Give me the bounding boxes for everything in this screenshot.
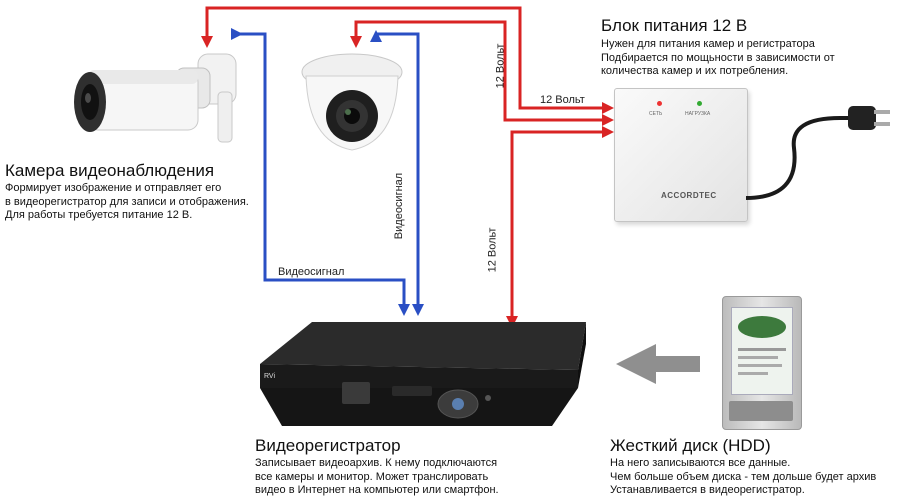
power-supply-box: СЕТЬ НАГРУЗКА ACCORDTEC	[614, 88, 748, 222]
camera-description: Формирует изображение и отправляет его в…	[5, 182, 249, 223]
power-arrow-psu-1	[602, 102, 614, 114]
power-led-label: СЕТЬ	[649, 111, 663, 117]
hdd-label-icon	[731, 307, 793, 395]
power-arrow-psu-3	[602, 126, 614, 138]
hdd-to-dvr-arrow	[616, 344, 700, 384]
load-led-label: НАГРУЗКА	[685, 111, 711, 117]
dvr-device: RVi	[252, 318, 588, 430]
power-supply-description: Нужен для питания камер и регистратора П…	[601, 38, 835, 79]
dvr-desc-line: Записывает видеоархив. К нему подключают…	[255, 457, 498, 469]
power-label-top: 12 Вольт	[540, 94, 585, 106]
video-arrow-camera-start	[231, 28, 243, 40]
hdd-desc-line: На него записываются все данные.	[610, 457, 791, 469]
plug-icon	[848, 106, 876, 130]
hdd-title: Жесткий диск (HDD)	[610, 436, 771, 455]
camera-desc-line: Для работы требуется питание 12 В.	[5, 209, 193, 221]
video-arrow-dome-start	[370, 30, 382, 42]
dome-camera	[298, 46, 406, 156]
hdd-device	[722, 296, 802, 430]
video-arrow-dvr-2	[412, 304, 424, 316]
power-supply-desc-line: количества камер и их потребления.	[601, 65, 789, 77]
bullet-camera	[68, 52, 248, 147]
power-led-icon	[657, 101, 662, 106]
power-supply-desc-line: Нужен для питания камер и регистратора	[601, 38, 815, 50]
power-label-vertical-lower: 12 Вольт	[486, 227, 499, 273]
power-wire-dome	[354, 20, 604, 122]
video-arrow-dvr-1	[398, 304, 410, 316]
load-led-icon	[697, 101, 702, 106]
svg-text:RVi: RVi	[264, 373, 275, 380]
hdd-desc-line: Устанавливается в видеорегистратор.	[610, 484, 805, 496]
video-label-vertical: Видеосигнал	[393, 172, 406, 240]
dvr-desc-line: все камеры и монитор. Может транслироват…	[255, 470, 489, 483]
power-arrow-psu-2	[602, 114, 614, 126]
power-supply-brand: ACCORDTEC	[661, 191, 717, 200]
power-wire-dvr	[510, 130, 604, 318]
power-arrow-dome	[350, 36, 362, 48]
camera-desc-line: Формирует изображение и отправляет его	[5, 182, 222, 194]
power-label-vertical-upper: 12 Вольт	[494, 43, 507, 89]
video-label-horizontal: Видеосигнал	[278, 266, 345, 278]
power-supply-title: Блок питания 12 В	[601, 16, 748, 35]
power-arrow-camera	[201, 36, 213, 48]
video-wire-camera	[235, 32, 406, 306]
camera-desc-line: в видеорегистратор для записи и отображе…	[5, 195, 249, 208]
dvr-desc-line: видео в Интернет на компьютер или смартф…	[255, 484, 499, 496]
power-cord	[745, 106, 890, 200]
power-wire-camera	[205, 6, 604, 110]
camera-title: Камера видеонаблюдения	[5, 161, 215, 180]
dvr-description: Записывает видеоархив. К нему подключают…	[255, 457, 499, 498]
hdd-desc-line: Чем больше объем диска - тем дольше буде…	[610, 470, 877, 483]
power-supply-desc-line: Подбирается по мощьности в зависимости о…	[601, 51, 835, 64]
dvr-title: Видеорегистратор	[255, 436, 401, 455]
hdd-description: На него записываются все данные. Чем бол…	[610, 457, 876, 498]
